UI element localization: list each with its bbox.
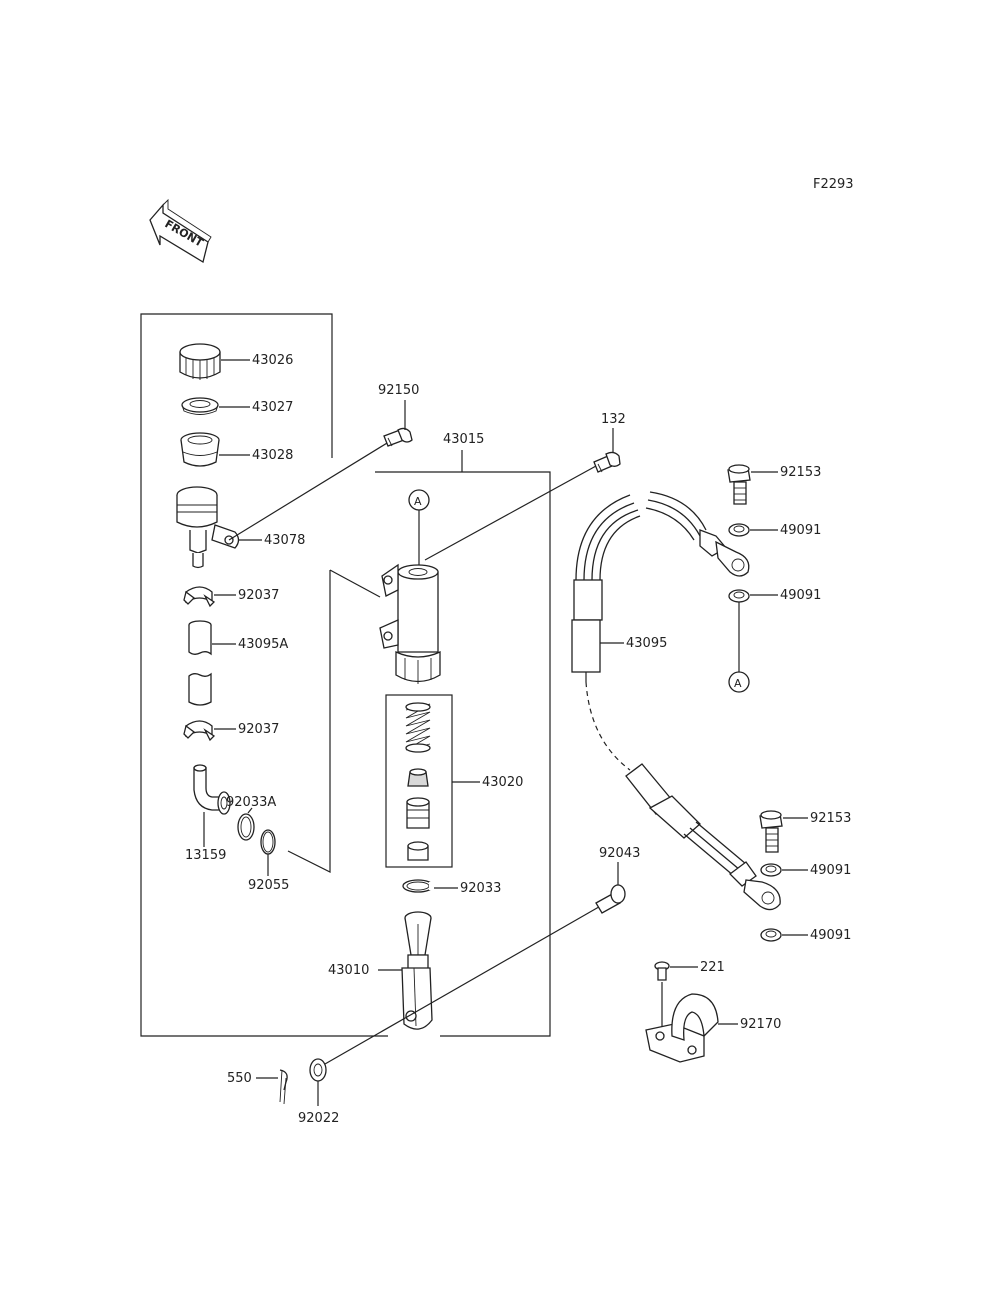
label-92033: 92033 [460, 881, 501, 896]
reservoir-hose-43095A [188, 620, 212, 706]
diaphragm-43028 [180, 432, 220, 467]
joint-pin-92043 [595, 884, 626, 914]
label-92150: 92150 [378, 383, 419, 398]
master-cylinder-assembly-bracket [375, 450, 551, 1037]
label-92043: 92043 [599, 846, 640, 861]
reference-marker-a-hose [728, 671, 750, 693]
cotter-pin-550 [279, 1069, 288, 1105]
label-49091-3: 49091 [810, 863, 851, 878]
brake-hose-43095 [571, 491, 781, 911]
label-132: 132 [601, 412, 626, 427]
label-43027: 43027 [252, 400, 293, 415]
hose-clamp-92170 [645, 993, 719, 1063]
label-13159: 13159 [185, 848, 226, 863]
label-43095: 43095 [626, 636, 667, 651]
o-ring-92055 [260, 829, 276, 855]
washer-49091-4 [760, 928, 782, 942]
label-92037-top: 92037 [238, 588, 279, 603]
bolt-92150 [383, 427, 413, 447]
push-rod-43010 [401, 911, 433, 1030]
washer-49091-3 [760, 863, 782, 877]
label-92170: 92170 [740, 1017, 781, 1032]
label-43026: 43026 [252, 353, 293, 368]
washer-49091-1 [728, 523, 750, 537]
label-92037-bottom: 92037 [238, 722, 279, 737]
diaphragm-plate-43027 [181, 397, 219, 415]
reservoir-cap-43026 [179, 343, 221, 380]
label-49091-2: 49091 [780, 588, 821, 603]
hose-clamp-92037-top [183, 586, 216, 608]
label-92033A: 92033A [226, 795, 276, 810]
label-43028: 43028 [252, 448, 293, 463]
figure-code: F2293 [813, 177, 854, 192]
washer-49091-2 [728, 589, 750, 603]
screw-221 [654, 961, 670, 981]
label-43078: 43078 [264, 533, 305, 548]
reservoir-tank-43078 [176, 486, 240, 569]
piston-kit-43020 [385, 694, 453, 868]
banjo-bolt-92153-top [727, 464, 751, 505]
washer-92022 [309, 1058, 327, 1082]
label-550: 550 [227, 1071, 252, 1086]
label-92153-bottom: 92153 [810, 811, 851, 826]
front-direction-arrow-icon: FRONT [149, 198, 212, 264]
reference-marker-a-text-hose: A [734, 677, 742, 690]
elbow-joint-13159 [193, 764, 231, 815]
label-92022: 92022 [298, 1111, 339, 1126]
label-92153-top: 92153 [780, 465, 821, 480]
label-49091-4: 49091 [810, 928, 851, 943]
hose-clamp-92037-bottom [183, 720, 216, 742]
banjo-bolt-92153-bottom [759, 810, 783, 853]
master-cylinder-body [379, 563, 441, 684]
reference-marker-a-text-cylinder: A [414, 495, 422, 508]
circlip-92033 [402, 879, 435, 893]
label-43015: 43015 [443, 432, 484, 447]
label-43095A: 43095A [238, 637, 288, 652]
circlip-92033A [237, 813, 255, 841]
reservoir-assembly-bracket [140, 313, 388, 1037]
label-92055: 92055 [248, 878, 289, 893]
label-49091-1: 49091 [780, 523, 821, 538]
label-43020: 43020 [482, 775, 523, 790]
label-43010: 43010 [328, 963, 369, 978]
label-221: 221 [700, 960, 725, 975]
bolt-132 [593, 451, 621, 473]
